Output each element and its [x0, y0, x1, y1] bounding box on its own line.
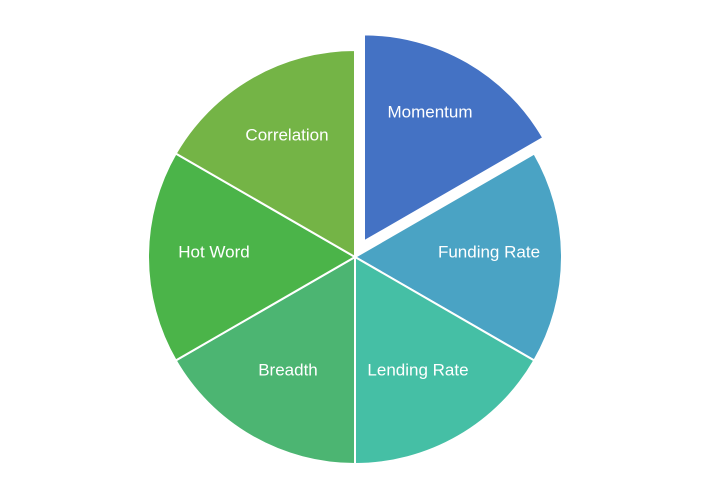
pie-slice-lending-rate[interactable]: [354, 256, 536, 465]
pie-slice-label-hot-word: Hot Word: [178, 242, 250, 261]
pie-slice-label-breadth: Breadth: [258, 360, 318, 379]
pie-slice-hot-word[interactable]: [147, 152, 356, 362]
pie-slice-correlation[interactable]: [174, 49, 356, 258]
pie-slice-momentum[interactable]: [363, 33, 545, 243]
pie-slice-label-correlation: Correlation: [245, 125, 328, 144]
pie-slice-breadth[interactable]: [174, 256, 356, 465]
pie-slice-label-funding-rate: Funding Rate: [438, 242, 540, 261]
pie-slice-funding-rate[interactable]: [354, 152, 563, 362]
pie-slices-group: [147, 33, 563, 465]
pie-slice-label-momentum: Momentum: [387, 102, 472, 121]
pie-slice-label-lending-rate: Lending Rate: [367, 360, 468, 379]
